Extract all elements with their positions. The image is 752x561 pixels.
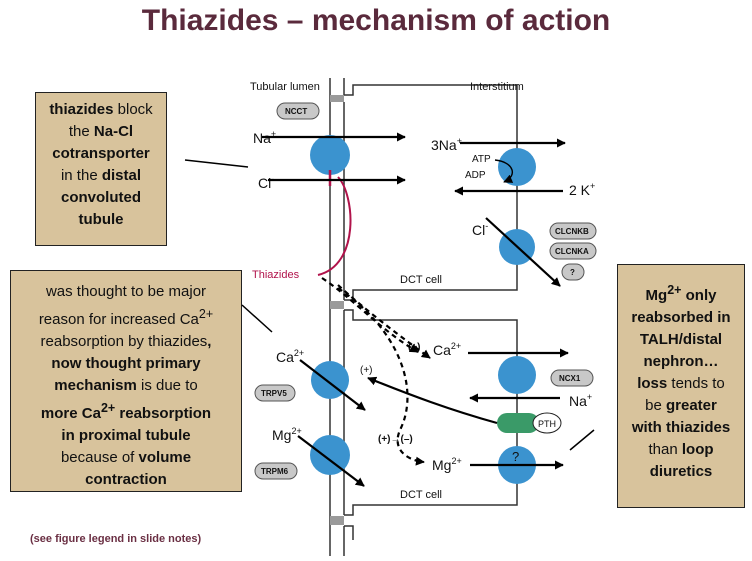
callout-text: reabsorbed in xyxy=(631,309,731,326)
mg-intracellular-label: Mg2+ xyxy=(432,456,462,473)
mg-apical-label: Mg2+ xyxy=(272,426,302,443)
callout-sup: 2+ xyxy=(667,283,682,297)
callout-text: mechanism xyxy=(54,377,137,394)
ncct-transporter xyxy=(310,135,350,175)
transport-arrows xyxy=(262,132,569,487)
trpm6-label: TRPM6 xyxy=(261,467,289,476)
clcnka-pill: CLCNKA xyxy=(549,242,597,260)
cl-label: Cl- xyxy=(258,174,274,191)
callout-text: because of xyxy=(60,449,139,466)
tight-junction xyxy=(330,95,344,102)
two-k-label: 2 K+ xyxy=(569,181,595,198)
callout-text: distal xyxy=(101,167,142,184)
ncct-pill: NCCT xyxy=(276,102,320,120)
callout-thiazides-block: thiazides block the Na-Cl cotransporter … xyxy=(35,92,167,246)
callout-text: convoluted xyxy=(60,189,141,206)
cl-basolateral-label: Cl- xyxy=(472,221,488,238)
tight-junction xyxy=(330,301,344,309)
atp-curl-arrow xyxy=(494,159,514,183)
unknown-pill: ? xyxy=(561,263,585,281)
callout-connector xyxy=(569,429,595,451)
trpm6-channel xyxy=(310,435,350,475)
callout-text: volume xyxy=(138,449,192,466)
callout-text: only xyxy=(681,287,717,304)
ncct-label: NCCT xyxy=(285,107,307,116)
mg-effect-sign: (+)→(–) xyxy=(378,434,413,445)
unknown-label: ? xyxy=(570,268,575,277)
pth-label: PTH xyxy=(538,419,556,429)
legend-note: (see figure legend in slide notes) xyxy=(30,533,202,545)
callout-text: nephron… xyxy=(643,353,719,370)
dct-cell-label-bottom: DCT cell xyxy=(400,489,442,501)
callout-connector xyxy=(241,304,273,333)
callout-text: the xyxy=(68,123,94,140)
callout-text: reason for increased Ca xyxy=(38,311,199,328)
interstitium-label: Interstitium xyxy=(470,81,524,93)
ca-apical-label: Ca2+ xyxy=(276,348,304,365)
na-ncx1-label: Na+ xyxy=(569,392,592,409)
pth-hormone xyxy=(532,412,562,434)
callout-text: TALH/distal xyxy=(639,331,723,348)
callout-calcium-reabsorption: was thought to be major reason for incre… xyxy=(10,270,242,492)
tubular-lumen-label: Tubular lumen xyxy=(250,81,320,93)
unknown-transporter-mark: ? xyxy=(512,449,519,464)
callout-text: is due to xyxy=(136,377,198,394)
callout-text: in proximal tubule xyxy=(61,427,191,444)
callout-text: Mg xyxy=(645,287,668,304)
ncx1-pill: NCX1 xyxy=(550,369,594,387)
trpm6-pill: TRPM6 xyxy=(254,462,298,480)
callout-text: diuretics xyxy=(649,463,713,480)
callout-text: thiazides xyxy=(49,101,114,118)
callout-text: be xyxy=(645,397,666,414)
callout-text: reabsorption by thiazides xyxy=(40,333,208,350)
dashed-effect-arrows xyxy=(321,277,431,466)
ncx1-exchanger xyxy=(498,356,536,394)
na-k-atpase xyxy=(498,148,536,186)
callout-text: was thought to be major xyxy=(45,283,207,300)
trpv5-pill: TRPV5 xyxy=(254,384,296,402)
callout-text: loss xyxy=(637,375,668,392)
pth-receptor xyxy=(497,413,539,433)
callout-text: greater xyxy=(666,397,717,414)
callout-connector xyxy=(184,159,249,168)
callout-text: Na-Cl xyxy=(93,123,134,140)
callout-text: block xyxy=(113,101,153,118)
callout-sup: 2+ xyxy=(198,307,214,321)
atp-label: ATP xyxy=(472,154,491,165)
callout-text: now thought primary xyxy=(51,355,201,372)
clcnkb-label: CLCNKB xyxy=(555,227,589,236)
callout-text: tends to xyxy=(667,375,725,392)
dct-cell-label-top: DCT cell xyxy=(400,274,442,286)
callout-sup: 2+ xyxy=(100,401,116,415)
ncx1-label: NCX1 xyxy=(559,374,581,383)
ca-intracellular-label: Ca2+ xyxy=(433,341,461,358)
callout-text: with thiazides xyxy=(631,419,731,436)
callout-text: more Ca xyxy=(40,405,101,422)
page-title: Thiazides – mechanism of action xyxy=(141,4,611,37)
callout-text: loop xyxy=(681,441,714,458)
callout-text: tubule xyxy=(78,211,124,228)
callout-text: contraction xyxy=(85,471,167,488)
clcnka-label: CLCNKA xyxy=(555,247,589,256)
clcnkb-pill: CLCNKB xyxy=(549,222,597,240)
adp-label: ADP xyxy=(465,170,486,181)
callout-text: than xyxy=(648,441,682,458)
callout-text: reabsorption xyxy=(115,405,212,422)
callout-magnesium-loss: Mg2+ only reabsorbed in TALH/distal neph… xyxy=(617,264,745,508)
callout-text: in the xyxy=(60,167,102,184)
callout-text: cotransporter xyxy=(52,145,150,162)
trpv5-label: TRPV5 xyxy=(261,389,287,398)
tight-junction xyxy=(330,516,344,525)
thiazide-inhibition-arc xyxy=(317,176,352,276)
pth-stimulation-sign: (+) xyxy=(360,365,373,376)
callout-text: , xyxy=(207,333,212,350)
cell-walls xyxy=(329,78,518,556)
three-na-label: 3Na+ xyxy=(431,136,462,153)
thiazides-label: Thiazides xyxy=(252,269,300,281)
